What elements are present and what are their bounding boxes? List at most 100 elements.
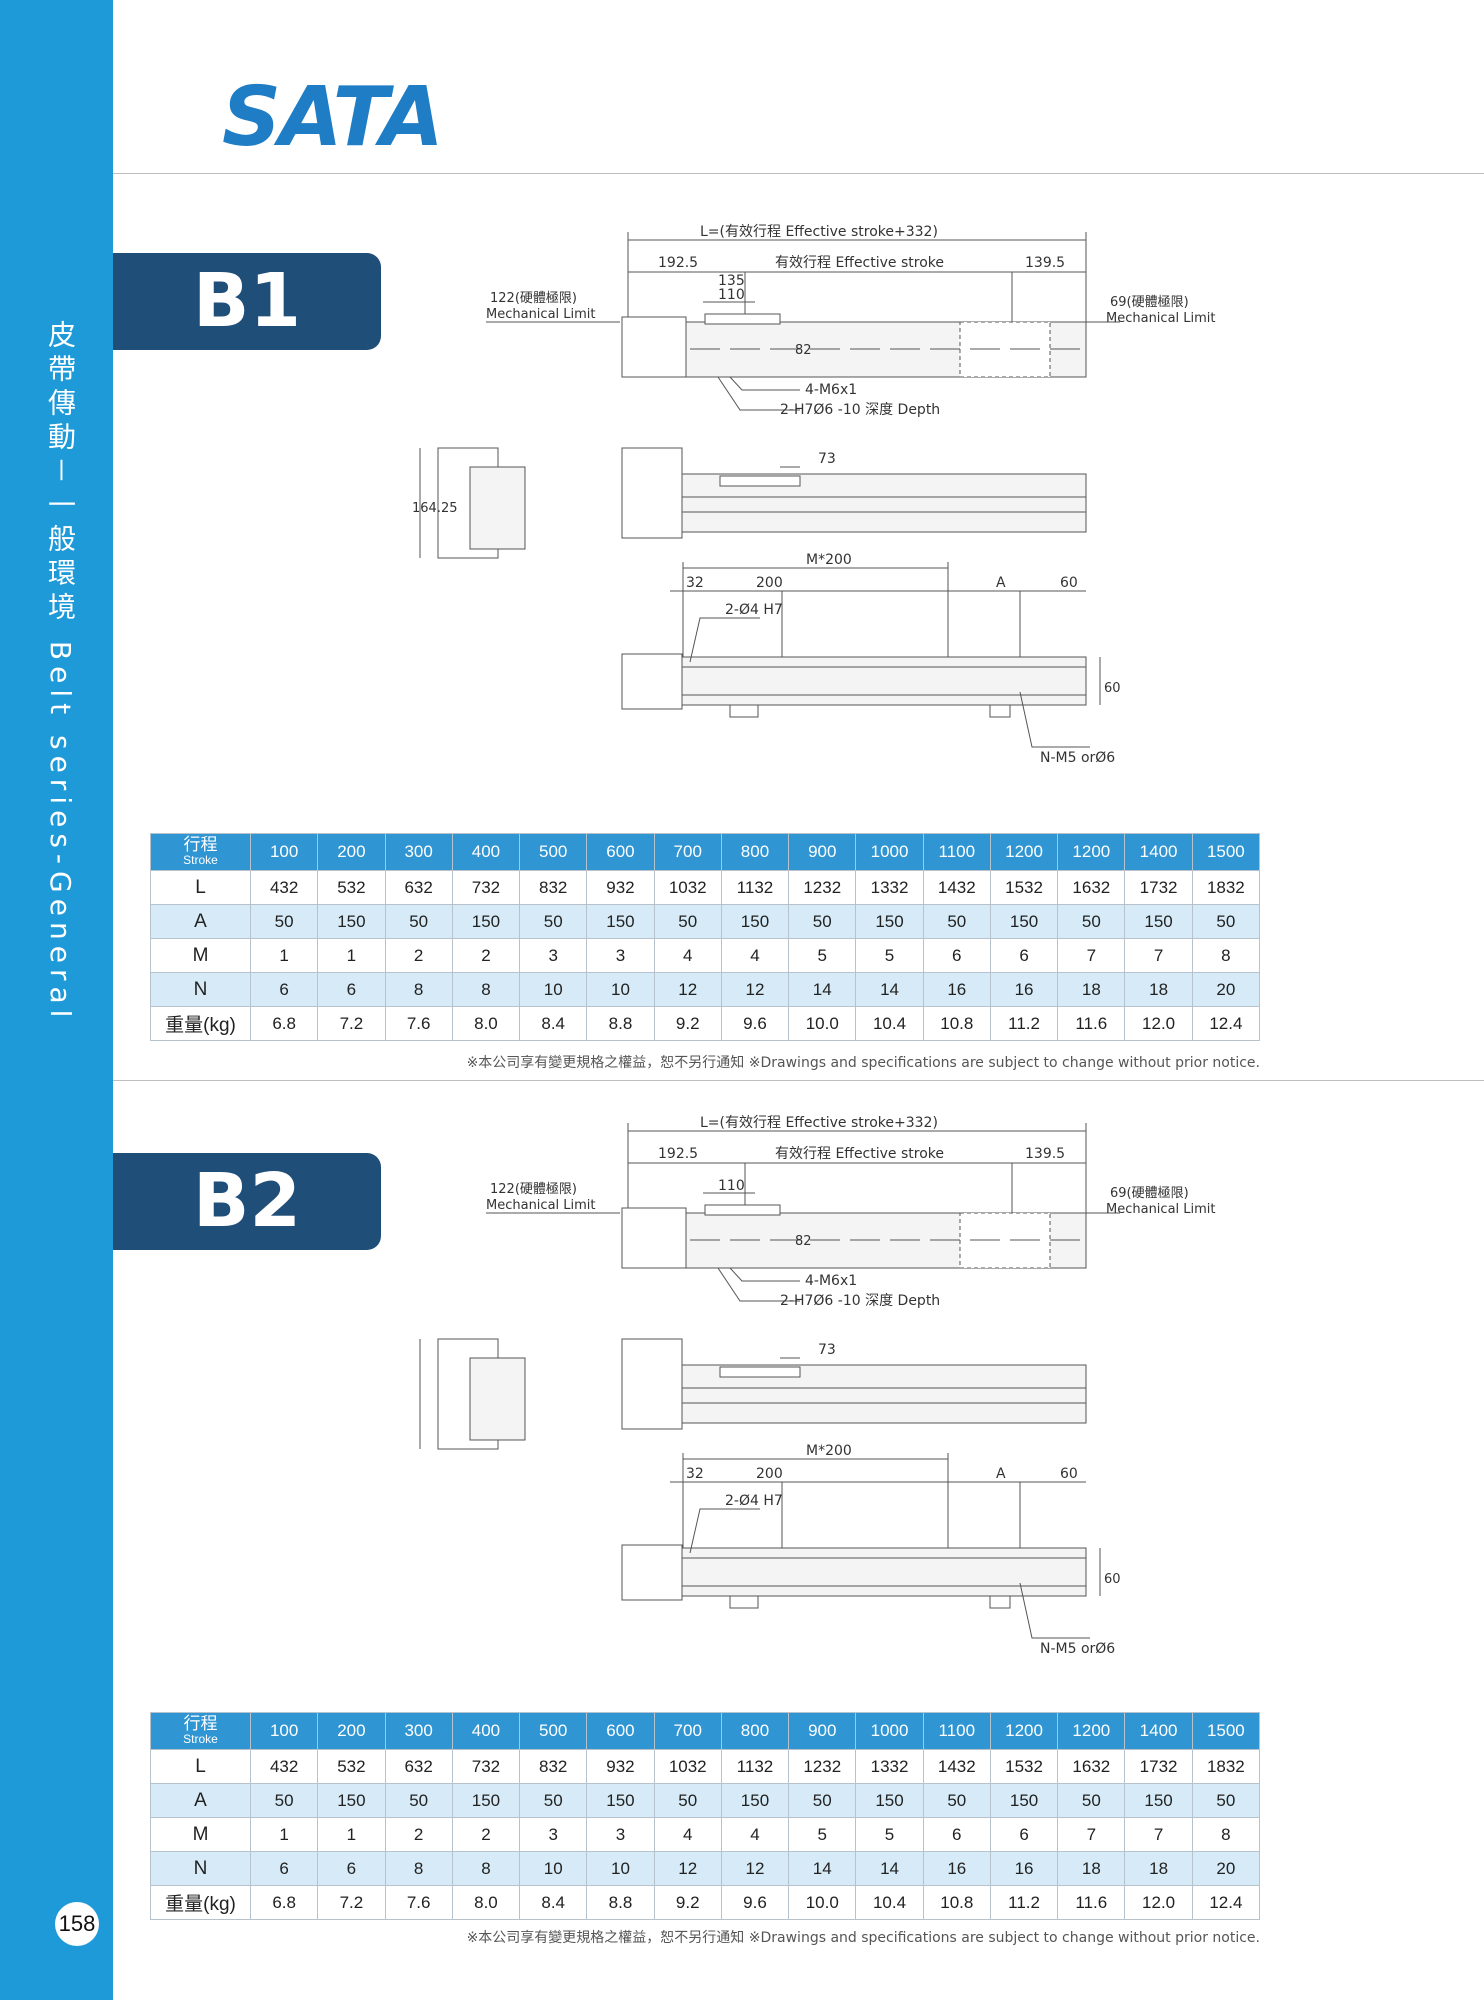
table-cell: 1732 [1124,1749,1193,1784]
table-cell: 11.2 [989,1885,1059,1920]
table-cell: 10 [586,972,655,1007]
table-cell: 1032 [653,1749,722,1784]
table-cell: 20 [1191,1851,1261,1886]
motor-base [621,1544,683,1601]
table-cell: 432 [249,870,319,905]
table-cell: 1632 [1057,1749,1126,1784]
table-cell: 150 [586,904,655,939]
table-cell: 6.8 [249,1006,319,1041]
label-stroke: 有效行程 Effective stroke [775,255,944,271]
label-base-32: 32 [686,575,704,591]
table-cell: 7.6 [384,1006,453,1041]
table-cell: 150 [1124,904,1193,939]
row-label: A [150,1783,251,1818]
label-right-offset: 139.5 [1025,1146,1065,1162]
label-side-height: 164.25 [412,501,458,516]
table-cell: 8.0 [451,1006,521,1041]
table-cell: 12 [720,972,790,1007]
table-cell: 1432 [922,1749,991,1784]
table-cell: 1432 [922,870,991,905]
stroke-value: 1500 [1191,1712,1261,1750]
label-base-A: A [996,1466,1006,1482]
table-cell: 832 [519,1749,588,1784]
table-cell: 3 [519,938,588,973]
table-cell: 5 [855,938,924,973]
table-cell: 8 [451,1851,521,1886]
label-left-limit-en: Mechanical Limit [486,1198,596,1213]
label-stroke: 有效行程 Effective stroke [775,1146,944,1162]
label-carriage-inner: 110 [718,1178,745,1194]
label-height-82: 82 [795,1234,812,1249]
technical-drawing: L=(有效行程 Effective stroke+332) 192.5 有效行程… [419,1115,1216,1657]
stroke-value: 600 [586,833,655,871]
table-cell: 10.4 [855,1006,924,1041]
stroke-value: 300 [384,1712,453,1750]
table-cell: 150 [451,1783,521,1818]
table-cell: 632 [384,1749,453,1784]
label-left-limit-en: Mechanical Limit [486,307,596,322]
stroke-value: 800 [720,1712,790,1750]
label-base-height: 60 [1104,681,1121,696]
table-cell: 18 [1057,972,1126,1007]
table-cell: 150 [720,904,790,939]
label-side-73: 73 [818,451,836,467]
table-cell: 50 [653,904,722,939]
table-cell: 3 [586,1817,655,1852]
table-cell: 12.4 [1191,1006,1261,1041]
table-cell: 9.6 [720,1006,790,1041]
table-cell: 50 [788,1783,857,1818]
stroke-value: 900 [788,1712,857,1750]
table-cell: 1 [317,938,386,973]
table-cell: 6 [989,938,1059,973]
label-left-limit: 122(硬體極限) [490,290,577,306]
table-cell: 150 [317,904,386,939]
label-left-offset: 192.5 [658,255,698,271]
row-label: 重量(kg) [150,1885,251,1920]
table-cell: 14 [855,972,924,1007]
table-cell: 16 [922,1851,991,1886]
carriage-top [704,313,781,325]
row-label: 重量(kg) [150,1006,251,1041]
stroke-value: 1200 [989,1712,1059,1750]
table-cell: 50 [519,1783,588,1818]
table-cell: 6.8 [249,1885,319,1920]
table-cell: 11.6 [1057,1885,1126,1920]
motor-top [621,1207,687,1269]
label-base-60: 60 [1060,1466,1078,1482]
table-cell: 6 [249,1851,319,1886]
table-cell: 50 [653,1783,722,1818]
stroke-value: 200 [317,833,386,871]
stroke-value: 800 [720,833,790,871]
row-label: N [150,1851,251,1886]
table-cell: 150 [855,1783,924,1818]
label-right-limit-en: Mechanical Limit [1106,1202,1216,1217]
label-base-32: 32 [686,1466,704,1482]
row-label: M [150,1817,251,1852]
stroke-value: 1400 [1124,833,1193,871]
label-left-offset: 192.5 [658,1146,698,1162]
stroke-value: 1200 [1057,1712,1126,1750]
table-cell: 1232 [788,870,857,905]
label-tap: 4-M6x1 [805,1273,857,1289]
table-cell: 10 [586,1851,655,1886]
table-cell: 7 [1057,938,1126,973]
stroke-value: 400 [451,1712,521,1750]
label-base-200: 200 [756,575,783,591]
stroke-value: 1000 [855,1712,924,1750]
stroke-value: 600 [586,1712,655,1750]
table-cell: 150 [720,1783,790,1818]
row-label: L [150,870,251,905]
table-cell: 4 [653,938,722,973]
table-cell: 150 [451,904,521,939]
table-cell: 6 [317,1851,386,1886]
table-cell: 16 [922,972,991,1007]
stroke-value: 500 [519,833,588,871]
table-cell: 10 [519,1851,588,1886]
notice-text: ※本公司享有變更規格之權益，恕不另行通知 ※Drawings and speci… [466,1055,1260,1071]
label-base-60: 60 [1060,575,1078,591]
table-cell: 6 [249,972,319,1007]
table-cell: 50 [384,1783,453,1818]
